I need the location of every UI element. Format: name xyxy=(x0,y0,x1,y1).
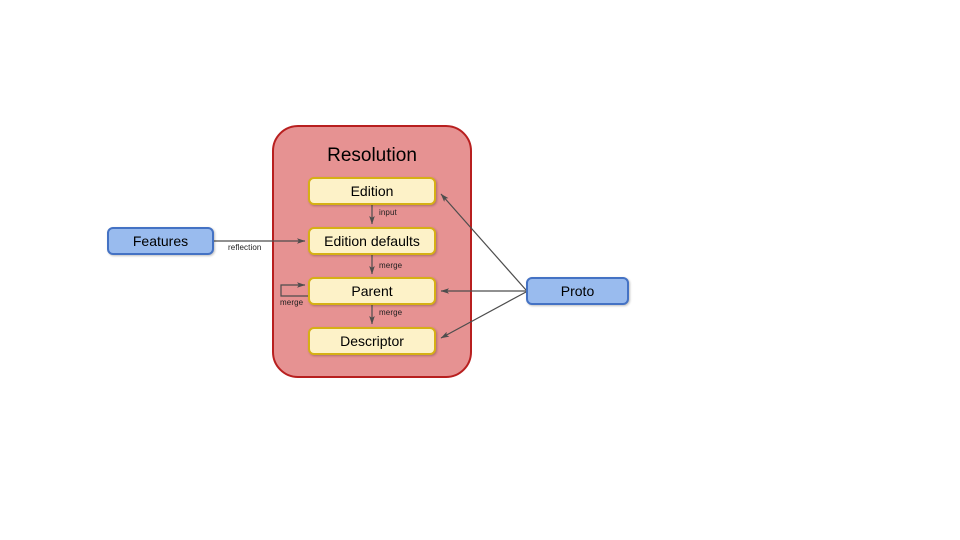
node-edition[interactable]: Edition xyxy=(308,177,436,205)
node-proto-label: Proto xyxy=(560,283,595,299)
node-descriptor[interactable]: Descriptor xyxy=(308,327,436,355)
node-parent[interactable]: Parent xyxy=(308,277,436,305)
node-edition-defaults-label: Edition defaults xyxy=(324,233,420,249)
edge-label-merge-parent-descriptor: merge xyxy=(379,308,403,317)
node-parent-label: Parent xyxy=(351,283,393,299)
node-proto[interactable]: Proto xyxy=(526,277,629,305)
node-edition-label: Edition xyxy=(350,183,394,199)
node-features[interactable]: Features xyxy=(107,227,214,255)
edge-label-input: input xyxy=(379,208,397,217)
resolution-group-title: Resolution xyxy=(327,145,417,166)
node-features-label: Features xyxy=(132,233,189,249)
edge-label-merge-self-loop: merge xyxy=(280,298,304,307)
edge-label-merge-defaults-parent: merge xyxy=(379,261,403,270)
node-descriptor-label: Descriptor xyxy=(340,333,404,349)
node-edition-defaults[interactable]: Edition defaults xyxy=(308,227,436,255)
edge-label-reflection: reflection xyxy=(228,243,262,252)
